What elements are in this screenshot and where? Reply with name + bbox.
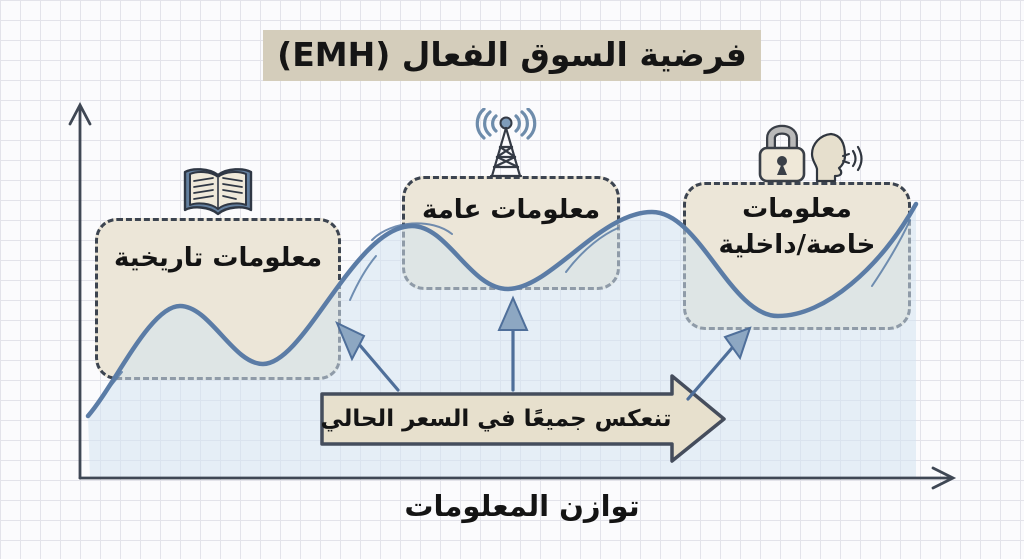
open-book-icon (183, 168, 253, 216)
pointer-arrow-middle (497, 295, 529, 392)
banner-label: تنعكس جميعًا في السعر الحالي (320, 406, 672, 432)
private-info-label-line1: معلومات (742, 194, 852, 224)
private-info-label-line2: خاصة/داخلية (718, 230, 876, 260)
pointer-arrow-left (335, 320, 400, 392)
page-title-text: فرضية السوق الفعال (EMH) (263, 30, 761, 81)
x-axis-label: توازن المعلومات (404, 489, 640, 523)
historical-info-box: معلومات تاريخية (95, 218, 341, 380)
public-info-label: معلومات عامة (421, 195, 601, 225)
y-axis (68, 101, 92, 480)
pointer-arrow-right (686, 326, 752, 401)
whispering-head-icon (810, 132, 863, 183)
page-title: فرضية السوق الفعال (EMH) (0, 30, 1024, 81)
historical-info-label: معلومات تاريخية (113, 243, 323, 273)
x-axis (78, 466, 957, 490)
padlock-icon (758, 124, 806, 183)
broadcast-tower-icon (475, 108, 537, 178)
private-info-box: معلومات خاصة/داخلية (683, 182, 911, 330)
signal-waves-icon (475, 108, 537, 140)
public-info-box: معلومات عامة (402, 176, 620, 290)
